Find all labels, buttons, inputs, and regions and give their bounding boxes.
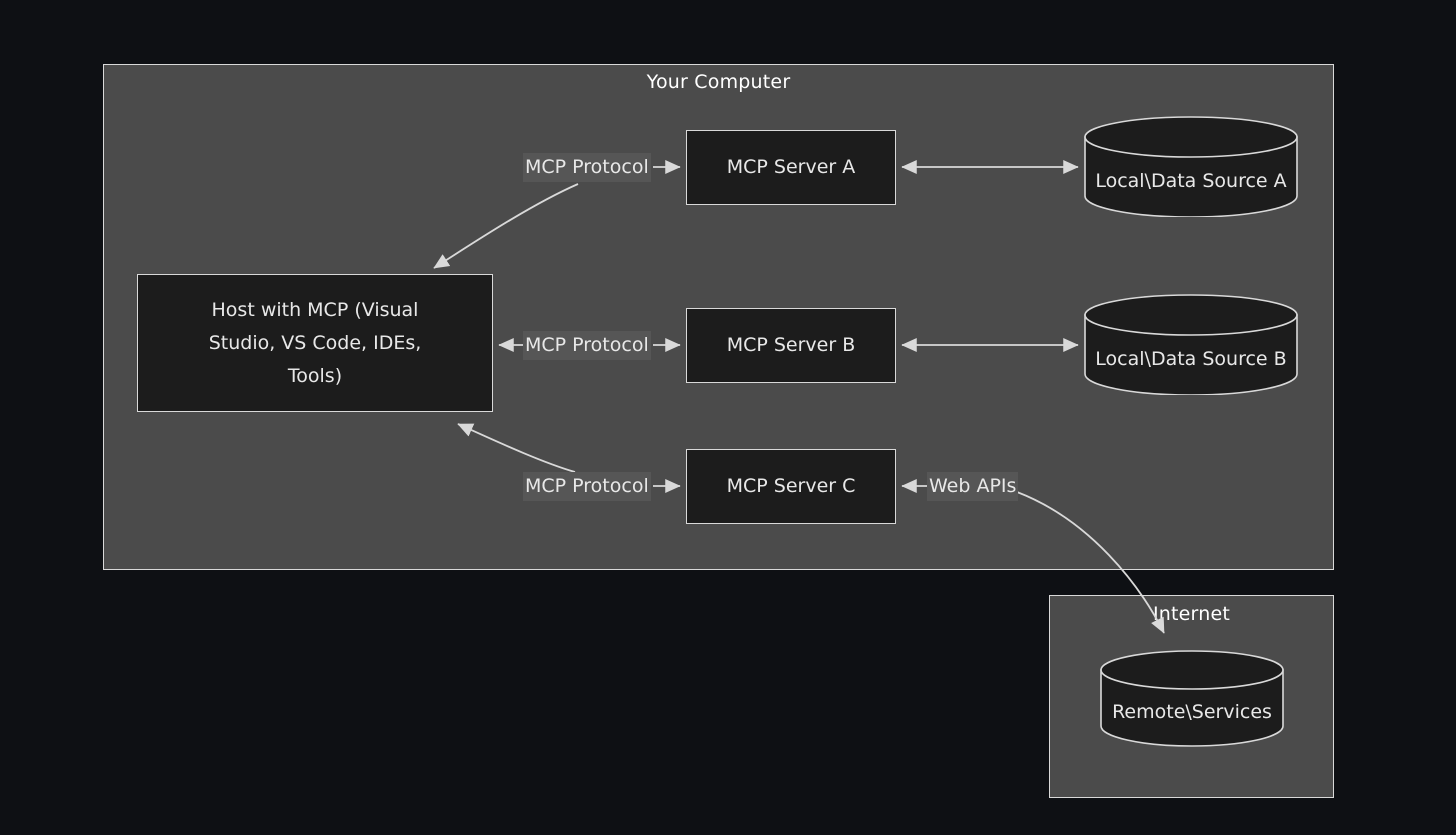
node-mcp-server-a[interactable]: MCP Server A (686, 130, 896, 205)
node-mcp-server-b[interactable]: MCP Server B (686, 308, 896, 383)
node-mcp-server-c-label: MCP Server C (726, 475, 856, 497)
edge-host-to-server-c-curve (457, 423, 576, 473)
edge-web-apis-to-remote-services (1016, 491, 1165, 634)
edge-label-mcp-protocol-a: MCP Protocol (523, 153, 651, 182)
edge-label-mcp-protocol-b: MCP Protocol (523, 331, 651, 360)
remote-services-shape (1100, 650, 1284, 747)
edge-label-web-apis: Web APIs (927, 472, 1019, 501)
node-host-line-3: Tools) (287, 364, 343, 387)
data-source-a-shape (1084, 116, 1298, 217)
data-source-b-shape (1084, 294, 1298, 395)
node-host-line-1: Host with MCP (Visual (211, 298, 419, 321)
container-internet (1049, 595, 1334, 798)
edge-host-to-server-a-curve (433, 183, 579, 269)
node-host-line-2: Studio, VS Code, IDEs, (208, 331, 422, 354)
node-mcp-server-b-label: MCP Server B (726, 334, 856, 356)
node-mcp-server-c[interactable]: MCP Server C (686, 449, 896, 524)
container-internet-title: Internet (1152, 603, 1231, 625)
node-mcp-server-a-label: MCP Server A (726, 156, 856, 178)
container-your-computer-title: Your Computer (646, 71, 791, 93)
node-host-with-mcp[interactable]: Host with MCP (Visual Studio, VS Code, I… (137, 274, 493, 412)
edge-label-mcp-protocol-c: MCP Protocol (523, 472, 651, 501)
